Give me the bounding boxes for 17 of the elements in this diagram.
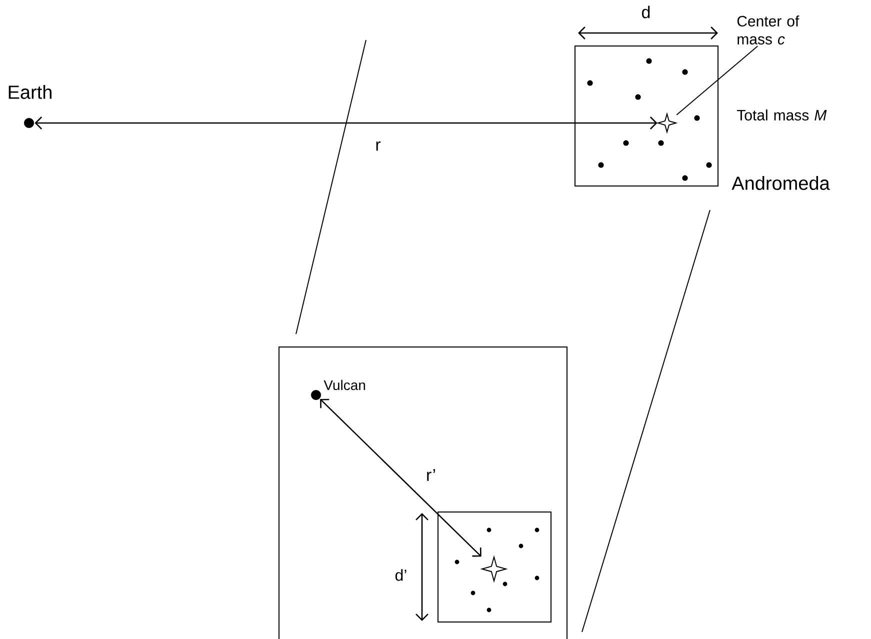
edge-label: r xyxy=(374,140,382,152)
frame-box xyxy=(438,512,552,622)
caption-text: Earth xyxy=(8,85,52,99)
total-mass-label: Total mass M xyxy=(736,110,827,120)
frame-box xyxy=(574,46,718,186)
leader-line xyxy=(676,46,758,116)
d-label: d xyxy=(642,6,650,18)
d-prime-label: d’ xyxy=(395,569,406,581)
caption-text: Andromeda xyxy=(732,176,830,190)
frame-box xyxy=(278,346,568,639)
distance-arrow xyxy=(34,116,658,130)
distance-arrow xyxy=(320,398,482,557)
edge-label: r’ xyxy=(424,468,438,482)
text-label: Center of mass c xyxy=(737,16,800,44)
caption-text: Vulcan xyxy=(324,380,366,390)
dot xyxy=(24,118,34,128)
dot xyxy=(311,390,321,400)
